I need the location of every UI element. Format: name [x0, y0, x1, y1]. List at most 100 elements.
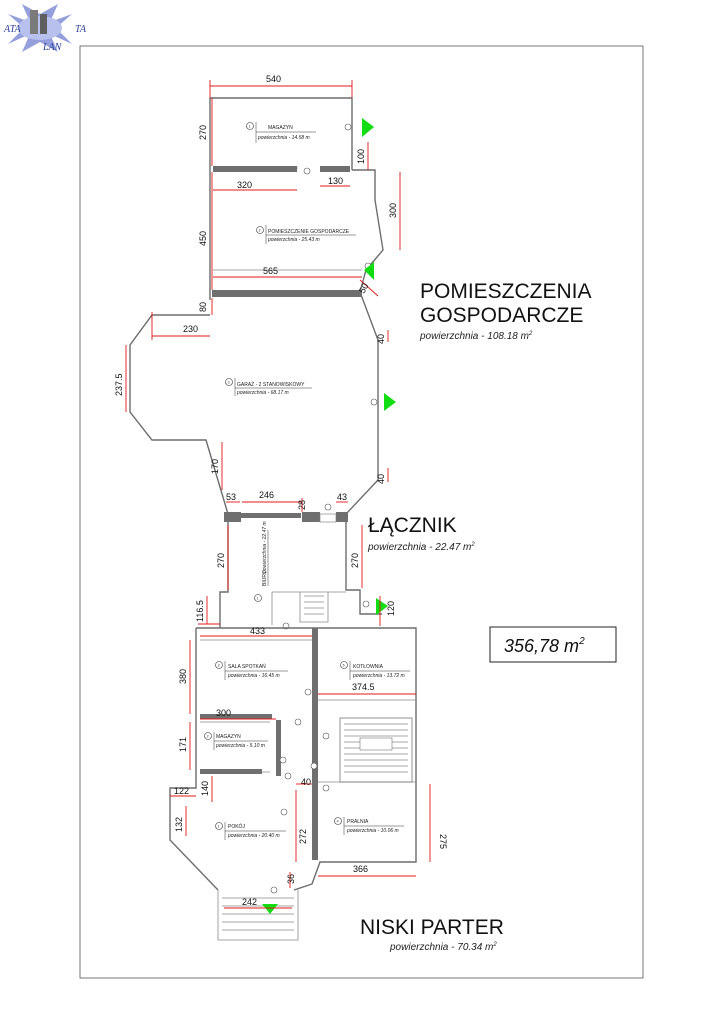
dimension-label: 565	[263, 266, 278, 276]
svg-text:powierzchnia - 14.58 m: powierzchnia - 14.58 m	[257, 135, 310, 141]
dimension-label: 300	[216, 708, 231, 718]
svg-text:powierzchnia - 25.43 m: powierzchnia - 25.43 m	[267, 237, 320, 243]
wall-segment	[336, 512, 348, 522]
dimension-label: 132	[174, 817, 184, 832]
wall-segment	[302, 512, 320, 522]
dimension-lines-parter	[170, 635, 431, 909]
section-area-lacznik: powierzchnia - 22.47 m2	[367, 542, 475, 553]
dimension-label: 40	[301, 777, 311, 787]
dimension-label: 320	[237, 180, 252, 190]
ceiling-light-icon	[362, 600, 370, 608]
entrance-marker-icon	[262, 904, 278, 914]
svg-text:powierzchnia - 20.40 m: powierzchnia - 20.40 m	[227, 833, 280, 839]
dimension-label: 366	[353, 864, 368, 874]
dimension-label: 50	[357, 281, 371, 295]
dimension-label: 433	[250, 626, 265, 636]
dimension-label: 122	[174, 786, 189, 796]
section-title-gospodarcze-1: POMIESZCZENIA	[420, 280, 592, 303]
total-area-box: 356,78 m2	[489, 626, 617, 663]
ceiling-light-icon	[310, 762, 318, 770]
entrance-marker-icon	[376, 598, 388, 615]
company-logo: ATA TA LAN	[3, 4, 87, 53]
wall-segment	[200, 714, 272, 719]
svg-text:1: 1	[257, 597, 259, 601]
dimension-label: 246	[259, 490, 274, 500]
entrance-marker-icon	[364, 262, 374, 280]
dimension-label: 100	[356, 149, 366, 164]
dimension-label: 275	[438, 834, 448, 849]
dimension-label: 450	[198, 231, 208, 246]
wall-segment	[213, 166, 297, 172]
ceiling-light-icon	[270, 886, 278, 894]
svg-text:5: 5	[343, 664, 345, 668]
ceiling-light-icon	[294, 718, 302, 726]
entrance-marker-icon	[384, 393, 396, 411]
svg-text:MAGAZYN: MAGAZYN	[268, 125, 293, 131]
dimension-label: 242	[242, 897, 257, 907]
room-label-magazyn-low: 2 MAGAZYN powierzchnia - 5.10 m	[204, 732, 268, 750]
svg-text:MAGAZYN: MAGAZYN	[216, 734, 241, 740]
ceiling-light-icon	[344, 123, 352, 131]
svg-text:3: 3	[228, 381, 230, 385]
room-label-sala: 3 SALA SPOTKAŃ powierzchnia - 16.45 m	[215, 661, 288, 680]
dimension-lines-lacznik	[198, 498, 381, 626]
door-opening	[319, 513, 337, 523]
logo-text-right: TA	[75, 24, 87, 35]
wall-segment	[312, 628, 318, 860]
dimension-label: 53	[226, 492, 236, 502]
svg-text:powierzchnia - 5.10 m: powierzchnia - 5.10 m	[215, 743, 265, 749]
section-title-gospodarcze-2: GOSPODARCZE	[420, 304, 583, 327]
dimension-label: 80	[198, 302, 208, 312]
dimension-label: 140	[200, 781, 210, 796]
dimension-label: 36	[286, 874, 296, 884]
room-label-magazyn-top: 1 MAGAZYN powierzchnia - 14.58 m	[246, 122, 316, 143]
room-label-pralnia: 4 PRALNIA powierzchnia - 10.06 m	[334, 817, 404, 835]
svg-text:powierzchnia - 68.17 m: powierzchnia - 68.17 m	[236, 390, 289, 396]
svg-text:PRALNIA: PRALNIA	[347, 819, 369, 825]
dimension-label: 120	[386, 601, 396, 616]
dimension-label: 116.5	[195, 600, 205, 622]
dimension-label: 237.5	[114, 373, 124, 396]
dimension-label: 374.5	[352, 682, 375, 692]
svg-text:GARAŻ - 2 STANOWISKOWY: GARAŻ - 2 STANOWISKOWY	[237, 381, 305, 388]
total-area-value: 356,78 m2	[504, 636, 585, 656]
ceiling-light-icon	[322, 732, 330, 740]
svg-text:2: 2	[207, 735, 209, 739]
wall-segment	[320, 166, 350, 172]
svg-text:POKÓJ: POKÓJ	[228, 823, 245, 830]
dimension-label: 43	[337, 492, 347, 502]
dimension-label: 171	[178, 737, 188, 752]
entrance-marker-icon	[362, 118, 374, 137]
section-area-gospodarcze: powierzchnia - 108.18 m2	[419, 331, 533, 342]
wall-segment	[276, 720, 281, 776]
svg-text:3: 3	[218, 664, 220, 668]
svg-text:2: 2	[259, 229, 261, 233]
ceiling-light-icon	[322, 784, 330, 792]
wall-segment	[200, 769, 262, 774]
dimension-label: 540	[266, 74, 281, 84]
svg-text:powierzchnia - 22.47 m: powierzchnia - 22.47 m	[262, 521, 268, 574]
building-outline-lacznik	[219, 514, 382, 628]
section-title-parter: NISKI PARTER	[360, 916, 504, 939]
svg-text:powierzchnia - 16.45 m: powierzchnia - 16.45 m	[227, 673, 280, 679]
wall-segment	[212, 290, 362, 297]
svg-text:1: 1	[249, 125, 251, 129]
svg-text:4: 4	[337, 820, 339, 824]
svg-text:POMIESZCZENIE GOSPODARCZE: POMIESZCZENIE GOSPODARCZE	[268, 229, 350, 235]
dimension-label: 130	[328, 176, 343, 186]
room-label-garaz: 3 GARAŻ - 2 STANOWISKOWY powierzchnia - …	[225, 378, 312, 396]
logo-text-left: ATA	[3, 24, 22, 35]
room-label-gospodarcze: 2 POMIESZCZENIE GOSPODARCZE powierzchnia…	[256, 225, 356, 244]
section-title-lacznik: ŁĄCZNIK	[368, 514, 457, 537]
dimension-label: 40	[376, 474, 386, 484]
dimension-label: 272	[298, 829, 308, 844]
svg-text:KOTŁOWNIA: KOTŁOWNIA	[353, 664, 384, 670]
dimension-label: 380	[178, 669, 188, 684]
dimension-label: 170	[210, 459, 220, 474]
dimension-label: 28	[297, 500, 307, 510]
svg-text:1: 1	[218, 825, 220, 829]
room-label-biuro: 1 BIURO powierzchnia - 22.47 m	[254, 521, 269, 602]
dimension-label: 270	[350, 553, 360, 568]
dimension-label: 40	[376, 334, 386, 344]
